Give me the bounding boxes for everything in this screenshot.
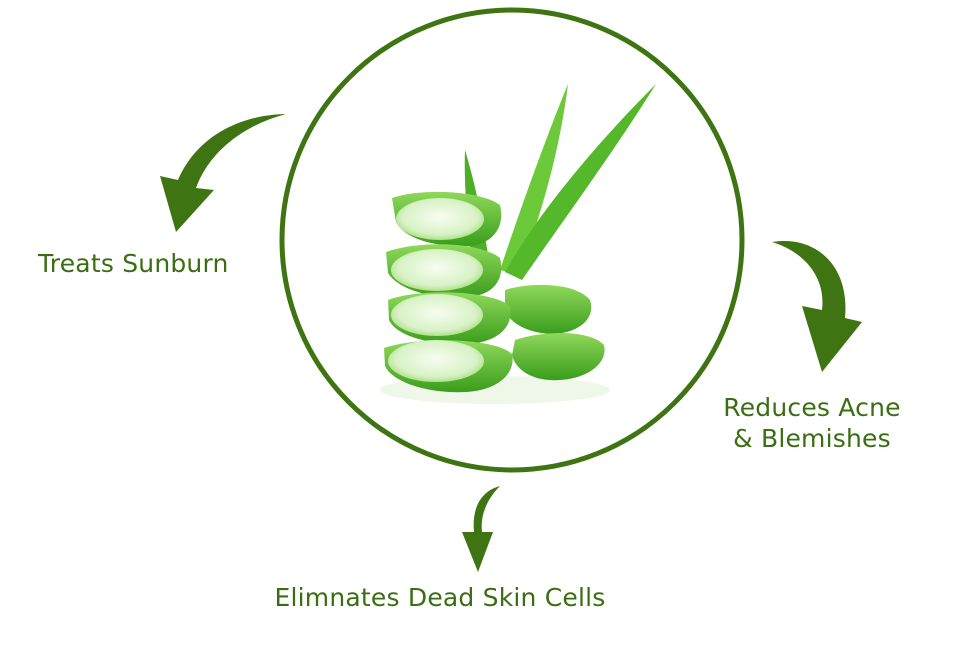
benefit-label-acne-line1: Reduces Acne [723,393,901,422]
aloe-vera-plant-icon [380,84,656,404]
benefit-label-acne-line2: & Blemishes [733,424,891,453]
curved-arrow-icon [160,114,286,232]
curved-arrow-icon [772,240,862,372]
center-ring [279,7,745,473]
benefit-label-sunburn: Treats Sunburn [38,249,229,278]
benefit-label-acne: Reduces Acne & Blemishes [704,392,920,454]
curved-arrow-icon [462,486,500,572]
aloe-slice-stack [384,191,513,393]
benefit-label-dead-skin: Elimnates Dead Skin Cells [274,583,606,612]
